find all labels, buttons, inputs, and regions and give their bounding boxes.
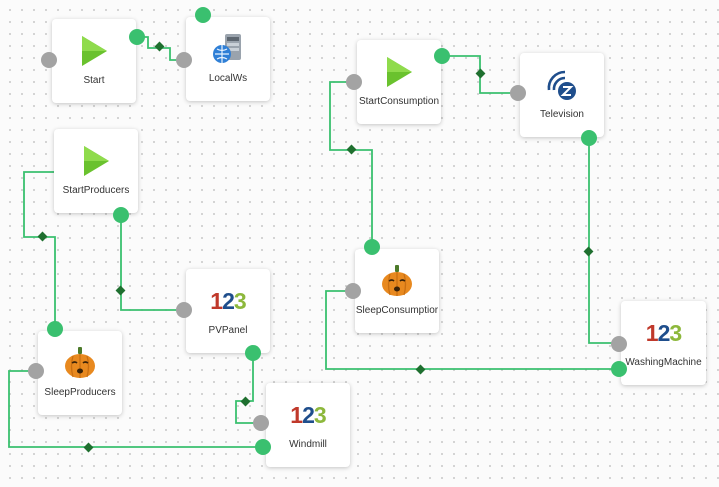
- output-port[interactable]: [611, 361, 627, 377]
- node-label: Windmill: [289, 439, 327, 450]
- wire-pvpanel-windmill[interactable]: [235, 353, 259, 424]
- node-label: PVPanel: [208, 325, 248, 336]
- node-label: StartConsumption: [358, 96, 440, 107]
- output-port[interactable]: [581, 130, 597, 146]
- wire-startproducers-pvpanel[interactable]: [120, 215, 186, 311]
- node-windmill[interactable]: 123 Windmill: [266, 383, 350, 467]
- output-port[interactable]: [434, 48, 450, 64]
- input-port[interactable]: [346, 74, 362, 90]
- wire-marker: [583, 246, 594, 257]
- play-icon: [381, 54, 417, 90]
- node-television[interactable]: Television: [520, 53, 604, 137]
- input-port[interactable]: [253, 415, 269, 431]
- node-pvpanel[interactable]: 123 PVPanel: [186, 269, 270, 353]
- number-123-icon: 123: [210, 287, 246, 314]
- input-port[interactable]: [41, 52, 57, 68]
- node-sleepconsumption[interactable]: SleepConsumptior: [355, 249, 439, 333]
- wire-startproducers-sleepproducers[interactable]: [23, 171, 56, 328]
- node-startconsumption[interactable]: StartConsumption: [357, 40, 441, 124]
- node-label: Television: [540, 109, 584, 120]
- node-label: StartProducers: [62, 185, 130, 196]
- server-icon: [210, 31, 246, 67]
- wire-marker: [115, 285, 126, 296]
- node-sleepproducers[interactable]: SleepProducers: [38, 331, 122, 415]
- wire-sleepproducers-windmill[interactable]: [8, 370, 263, 448]
- input-port[interactable]: [345, 283, 361, 299]
- wire-marker: [346, 144, 357, 155]
- input-port[interactable]: [176, 52, 192, 68]
- pumpkin-icon: [62, 345, 98, 381]
- output-port[interactable]: [113, 207, 129, 223]
- wire-marker: [240, 396, 251, 407]
- node-localws[interactable]: LocalWs: [186, 17, 270, 101]
- wire-marker: [475, 68, 486, 79]
- output-port[interactable]: [245, 345, 261, 361]
- pumpkin-icon: [379, 263, 415, 299]
- node-start[interactable]: Start: [52, 19, 136, 103]
- wire-marker: [83, 442, 94, 453]
- node-startproducers[interactable]: StartProducers: [54, 129, 138, 213]
- wire-marker: [415, 364, 426, 375]
- play-icon: [76, 33, 112, 69]
- input-port[interactable]: [176, 302, 192, 318]
- output-port[interactable]: [255, 439, 271, 455]
- wire-marker: [37, 231, 48, 242]
- wire-television-washingmachine[interactable]: [588, 138, 621, 344]
- node-washingmachine[interactable]: 123 WashingMachine: [621, 301, 706, 385]
- number-123-icon: 123: [645, 319, 682, 346]
- node-label: Start: [83, 75, 105, 86]
- input-port[interactable]: [510, 85, 526, 101]
- play-icon: [78, 143, 114, 179]
- input-port[interactable]: [28, 363, 44, 379]
- number-123-icon: 123: [290, 401, 326, 428]
- node-label: SleepConsumptior: [355, 305, 439, 316]
- wire-marker: [154, 41, 165, 52]
- input-port[interactable]: [611, 336, 627, 352]
- output-port[interactable]: [195, 7, 211, 23]
- wire-sleepconsumption-washingmachine[interactable]: [325, 290, 619, 370]
- node-label: SleepProducers: [44, 387, 116, 398]
- output-port[interactable]: [364, 239, 380, 255]
- output-port[interactable]: [129, 29, 145, 45]
- output-port[interactable]: [47, 321, 63, 337]
- wire-startconsumption-sleepconsumption[interactable]: [329, 81, 373, 245]
- zwave-icon: [544, 67, 580, 103]
- node-label: LocalWs: [208, 73, 248, 84]
- node-label: WashingMachine: [625, 357, 702, 368]
